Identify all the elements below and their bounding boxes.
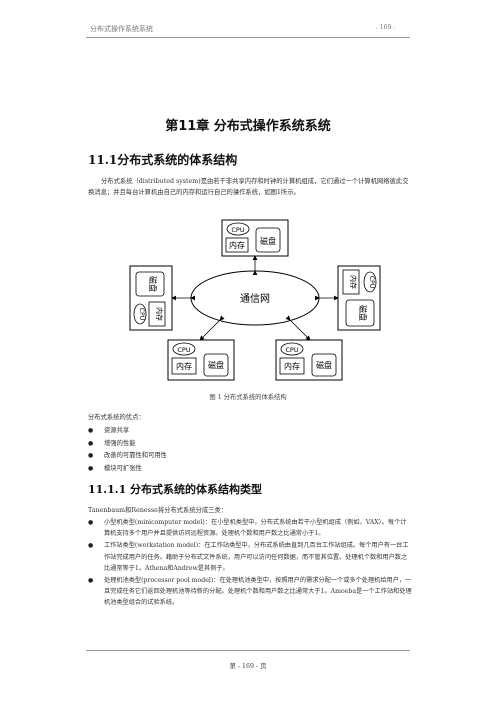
- node-bl-memory: 内存: [176, 361, 192, 371]
- running-header-title: 分布式操作系统系统: [90, 25, 153, 33]
- node-right-disk: 磁盘: [358, 305, 368, 321]
- types-list: 小型机类型(minicomputer model)：在小型机类型中，分布式系统由…: [88, 517, 412, 610]
- node-right-cpu: CPU: [368, 276, 375, 288]
- list-item: 改善的可靠性和可用性: [88, 450, 410, 463]
- section-title: 11.1分布式系统的体系结构: [88, 153, 238, 167]
- node-top-disk: 磁盘: [260, 236, 276, 246]
- header-divider: [86, 37, 410, 38]
- footer-divider: [86, 650, 410, 651]
- node-right-memory: 内存: [349, 275, 358, 289]
- node-br-memory: 内存: [284, 361, 300, 371]
- architecture-diagram: 通信网 CPU 内存 磁盘 磁盘 CPU 内存 内存 CPU 磁盘: [129, 219, 381, 381]
- node-bl-disk: 磁盘: [208, 360, 224, 370]
- network-label: 通信网: [240, 293, 270, 305]
- node-bl-cpu: CPU: [177, 346, 190, 354]
- node-top-memory: 内存: [229, 240, 245, 250]
- node-left-memory: 内存: [155, 307, 164, 321]
- list-item: 模块可扩张性: [88, 463, 410, 476]
- node-left-cpu: CPU: [138, 308, 145, 320]
- node-br-cpu: CPU: [285, 346, 298, 354]
- intro-paragraph: 分布式系统（distributed system)是由若干非共享内存和时钟的计算…: [88, 178, 409, 196]
- advantages-title: 分布式系统的优点：: [88, 414, 145, 421]
- list-item: 处理机池类型(processor pool model)：在处理机池类型中，按照…: [88, 575, 412, 609]
- list-item: 工作站类型(workstation model)：在工作站类型中，分布式系统由直…: [88, 540, 412, 574]
- figure-caption: 图 1 分布式系统的体系结构: [209, 394, 287, 401]
- node-right: 内存 CPU 磁盘: [337, 265, 381, 331]
- node-bottom-left: CPU 内存 磁盘: [167, 339, 235, 381]
- node-left: 磁盘 CPU 内存: [129, 265, 173, 331]
- node-top-cpu: CPU: [231, 226, 244, 234]
- subsection-number: 11.1.1: [88, 483, 127, 496]
- running-header-page: . 169 .: [376, 24, 396, 31]
- subsection-title: 分布式系统的体系结构类型: [130, 483, 262, 496]
- list-item: 增强的性能: [88, 438, 410, 451]
- list-item: 资源共享: [88, 425, 410, 438]
- chapter-title: 第11章 分布式操作系统系统: [165, 119, 331, 134]
- node-bottom-right: CPU 内存 磁盘: [275, 339, 343, 381]
- page-footer: 第 - 169 - 页: [229, 663, 267, 670]
- node-left-disk: 磁盘: [148, 276, 158, 292]
- node-br-disk: 磁盘: [316, 360, 332, 370]
- types-intro: Tanenbaum和Renesse将分布式系统分成三类：: [88, 507, 228, 514]
- node-top: CPU 内存 磁盘: [221, 219, 289, 257]
- list-item: 小型机类型(minicomputer model)：在小型机类型中，分布式系统由…: [88, 517, 412, 539]
- advantages-list: 资源共享 增强的性能 改善的可靠性和可用性 模块可扩张性: [88, 425, 410, 475]
- connector-lines: [171, 255, 339, 341]
